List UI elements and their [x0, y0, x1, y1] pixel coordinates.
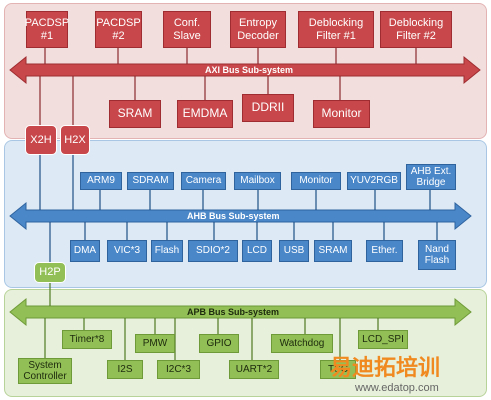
- ahb-bus-arrow: [9, 201, 472, 231]
- ahb-block-camera: Camera: [181, 172, 226, 190]
- apb-connectors: [44, 283, 379, 360]
- ahb-block-dma: DMA: [70, 240, 100, 262]
- ahb-block-flash: Flash: [151, 240, 183, 262]
- ahb-block-usb: USB: [279, 240, 309, 262]
- ahb-block-lcd: LCD: [242, 240, 272, 262]
- ahb-connectors: [39, 155, 438, 262]
- ahb-block-yuv2rgb: YUV2RGB: [347, 172, 401, 190]
- ahb-bus-label: AHB Bus Sub-system: [187, 211, 280, 221]
- watermark-url: www.edatop.com: [355, 382, 439, 394]
- apb-block-i2c: I2C*3: [157, 360, 200, 379]
- apb-block-uart: UART*2: [229, 360, 279, 379]
- axi-connectors: [39, 48, 417, 125]
- ahb-block-sdio: SDIO*2: [188, 240, 238, 262]
- apb-block-lcd-spi: LCD_SPI: [358, 330, 408, 349]
- apb-block-timer: Timer*8: [62, 330, 112, 349]
- apb-block-tsc: TSC: [320, 360, 356, 379]
- ahb-block-sdram: SDRAM: [127, 172, 174, 190]
- axi-block-conf-slave: Conf.Slave: [163, 11, 211, 48]
- ahb-block-sram: SRAM: [314, 240, 352, 262]
- h2p-bridge: H2P: [34, 262, 66, 283]
- axi-block-pacdsp-2: PACDSP#2: [95, 11, 142, 48]
- apb-bus-label: APB Bus Sub-system: [187, 307, 280, 317]
- axi-block-emdma: EMDMA: [177, 100, 233, 128]
- axi-bus-arrow: [9, 55, 481, 85]
- ahb-block-ethernet: Ether.: [366, 240, 403, 262]
- apb-block-gpio: GPIO: [199, 334, 239, 353]
- ahb-block-mailbox: Mailbox: [234, 172, 281, 190]
- ahb-block-monitor: Monitor: [291, 172, 341, 190]
- axi-block-ddrii: DDRII: [242, 94, 294, 122]
- x2h-bridge: X2H: [25, 125, 57, 155]
- ahb-block-vic: VIC*3: [107, 240, 147, 262]
- axi-bus-label: AXI Bus Sub-system: [205, 65, 294, 75]
- ahb-block-ext-bridge: AHB Ext.Bridge: [406, 164, 456, 190]
- apb-block-pmw: PMW: [135, 334, 175, 353]
- watermark-chinese-text: 易迪拓培训: [330, 356, 441, 381]
- apb-bus-arrow: [9, 297, 472, 327]
- ahb-block-arm9: ARM9: [80, 172, 122, 190]
- apb-block-watchdog: Watchdog: [271, 334, 333, 353]
- axi-block-pacdsp-1: PACDSP#1: [25, 11, 69, 48]
- apb-block-i2s: I2S: [107, 360, 143, 379]
- axi-block-sram: SRAM: [109, 100, 161, 128]
- axi-block-monitor: Monitor: [313, 100, 370, 128]
- h2x-bridge: H2X: [60, 125, 90, 155]
